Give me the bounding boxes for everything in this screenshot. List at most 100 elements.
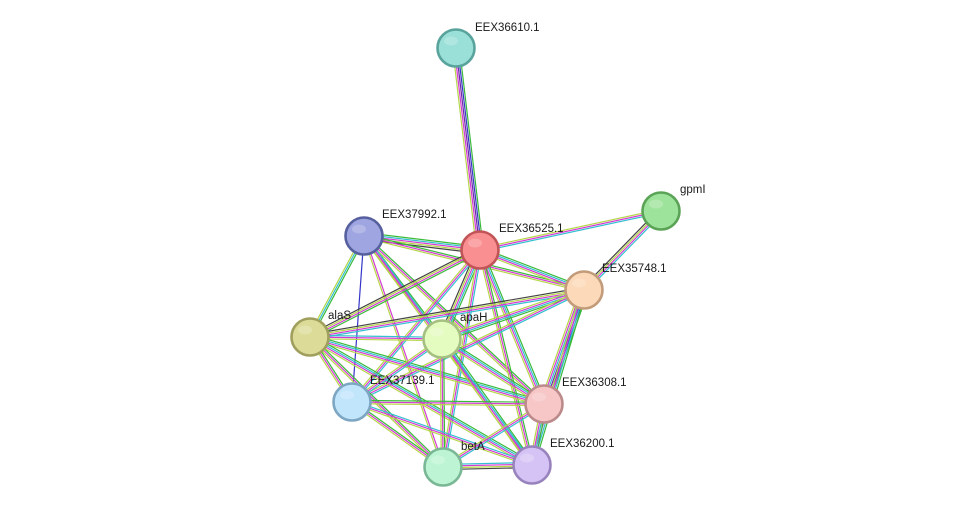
edge-EEX36308.1-betA[interactable] xyxy=(441,402,546,469)
edge-evidence-line xyxy=(310,291,585,341)
node-circle[interactable] xyxy=(564,270,604,310)
edge-evidence-line xyxy=(458,47,484,250)
node-EEX37139.1[interactable]: EEX37139.1 xyxy=(332,375,435,422)
node-label: EEX36525.1 xyxy=(499,223,564,235)
node-circle[interactable] xyxy=(332,382,372,422)
node-EEX36610.1[interactable]: EEX36610.1 xyxy=(436,22,540,68)
edge-evidence-line xyxy=(351,289,585,403)
node-EEX37992.1[interactable]: EEX37992.1 xyxy=(344,209,447,256)
node-label: EEX37992.1 xyxy=(382,209,447,221)
edge-evidence-line xyxy=(351,235,365,403)
node-betA[interactable]: betA xyxy=(423,441,485,487)
node-highlight xyxy=(298,325,312,335)
node-EEX35748.1[interactable]: EEX35748.1 xyxy=(564,263,667,310)
node-highlight xyxy=(430,327,444,337)
edge-EEX37139.1-EEX36308.1[interactable] xyxy=(351,399,545,407)
node-EEX36525.1[interactable]: EEX36525.1 xyxy=(460,223,564,270)
edge-EEX35748.1-alaS[interactable] xyxy=(309,286,585,341)
edge-evidence-line xyxy=(440,287,584,338)
node-circle[interactable] xyxy=(422,319,462,359)
edge-evidence-line xyxy=(309,337,532,467)
node-circle[interactable] xyxy=(641,191,681,231)
edge-evidence-line xyxy=(440,339,532,466)
edge-evidence-line xyxy=(351,403,532,468)
node-highlight xyxy=(352,224,366,234)
edge-EEX37139.1-EEX36200.1[interactable] xyxy=(351,399,533,468)
edge-evidence-line xyxy=(364,234,546,404)
edge-gpmI-EEX36525.1[interactable] xyxy=(479,208,662,253)
edge-evidence-line xyxy=(481,249,535,465)
edge-evidence-line xyxy=(309,248,480,337)
edge-evidence-line xyxy=(452,48,478,251)
node-circle[interactable] xyxy=(436,28,476,68)
edge-evidence-line xyxy=(444,250,483,468)
edge-evidence-line xyxy=(309,288,584,337)
edge-evidence-line xyxy=(351,401,533,466)
edge-evidence-line xyxy=(441,339,544,406)
edge-EEX36525.1-EEX36200.1[interactable] xyxy=(477,249,535,466)
edge-evidence-line xyxy=(351,403,544,407)
node-circle[interactable] xyxy=(344,216,384,256)
node-label: EEX36200.1 xyxy=(550,438,615,450)
node-label: alaS xyxy=(328,310,351,322)
network-nodes: EEX36610.1 gpmI EEX37992.1EEX36525.1EEX357… xyxy=(290,22,706,487)
node-EEX36200.1[interactable]: EEX36200.1 xyxy=(512,438,615,485)
node-EEX36308.1[interactable]: EEX36308.1 xyxy=(524,377,627,424)
node-highlight xyxy=(572,278,586,288)
edge-evidence-line xyxy=(477,250,531,466)
node-highlight xyxy=(520,453,534,463)
edge-evidence-line xyxy=(310,250,481,339)
edge-evidence-line xyxy=(441,288,584,339)
edge-evidence-line xyxy=(352,399,533,464)
node-label: EEX36610.1 xyxy=(475,22,540,34)
edge-evidence-line xyxy=(309,338,544,408)
node-gpmI[interactable]: gpmI xyxy=(641,184,706,231)
node-circle[interactable] xyxy=(423,447,463,487)
node-circle[interactable] xyxy=(512,445,552,485)
edge-EEX36610.1-EEX36525.1[interactable] xyxy=(452,47,484,251)
node-circle[interactable] xyxy=(460,230,500,270)
edge-EEX37992.1-EEX37139.1[interactable] xyxy=(351,235,365,403)
edge-alaS-apaH[interactable] xyxy=(309,334,443,342)
node-label: EEX35748.1 xyxy=(602,263,667,275)
edge-evidence-line xyxy=(479,210,662,251)
edge-evidence-line xyxy=(309,286,584,336)
node-label: betA xyxy=(461,441,485,453)
edge-evidence-line xyxy=(351,401,545,405)
edge-evidence-line xyxy=(533,290,588,466)
edge-evidence-line xyxy=(443,336,546,403)
node-circle[interactable] xyxy=(290,317,330,357)
node-label: gpmI xyxy=(680,184,706,196)
node-highlight xyxy=(444,36,458,46)
edge-alaS-EEX36308.1[interactable] xyxy=(309,333,545,408)
node-label: EEX36308.1 xyxy=(562,377,627,389)
node-highlight xyxy=(431,455,445,465)
edge-EEX36525.1-betA[interactable] xyxy=(440,249,483,468)
edge-evidence-line xyxy=(352,399,545,403)
node-circle[interactable] xyxy=(524,384,564,424)
edge-evidence-line xyxy=(310,290,585,339)
edge-evidence-line xyxy=(310,333,545,403)
node-label: apaH xyxy=(460,312,488,324)
edge-evidence-line xyxy=(443,337,535,464)
edge-evidence-line xyxy=(309,338,442,342)
node-highlight xyxy=(532,392,546,402)
edge-apaH-EEX36308.1[interactable] xyxy=(440,336,546,407)
edge-evidence-line xyxy=(541,288,583,404)
node-highlight xyxy=(649,199,663,209)
edge-evidence-line xyxy=(310,335,545,404)
edge-evidence-line xyxy=(539,288,581,403)
edge-EEX36525.1-alaS[interactable] xyxy=(308,247,482,340)
edge-evidence-line xyxy=(457,47,483,250)
edge-evidence-line xyxy=(310,334,443,338)
edge-evidence-line xyxy=(309,336,443,340)
edge-evidence-line xyxy=(440,340,543,407)
node-apaH[interactable]: apaH xyxy=(422,312,488,359)
edge-evidence-line xyxy=(308,247,480,336)
node-alaS[interactable]: alaS xyxy=(290,310,352,357)
edge-evidence-line xyxy=(479,249,533,466)
edge-evidence-line xyxy=(455,47,481,251)
edge-evidence-line xyxy=(443,404,546,469)
edge-evidence-line xyxy=(308,337,443,469)
